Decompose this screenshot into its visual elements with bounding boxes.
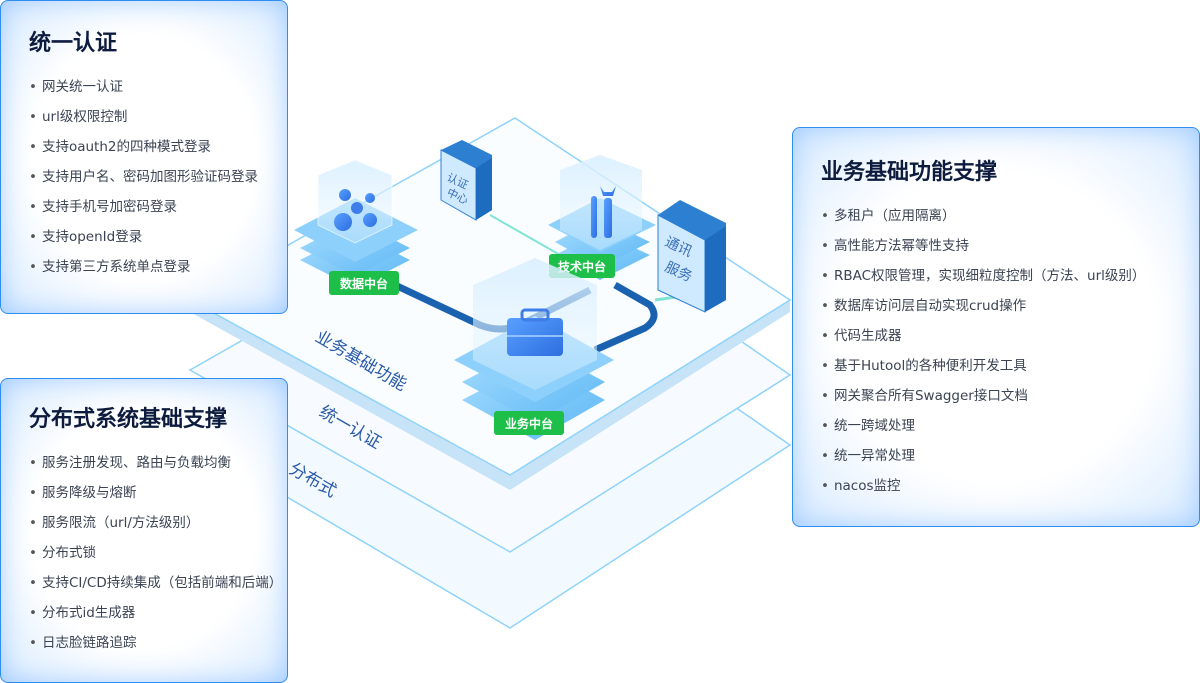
list-item: 服务限流（url/方法级别） [29,515,287,545]
comm-service-server: 通讯 服务 [657,200,726,313]
card-distributed-support: 分布式系统基础支撑 服务注册发现、路由与负载均衡 服务降级与熔断 服务限流（ur… [0,378,288,683]
tag-tech-platform: 技术中台 [558,259,606,274]
list-item: url级权限控制 [29,109,287,139]
tag-business-platform: 业务中台 [505,416,553,431]
list-item: 服务降级与熔断 [29,485,287,515]
list-item: 日志脸链路追踪 [29,635,287,665]
card-unified-auth: 统一认证 网关统一认证 url级权限控制 支持oauth2的四种模式登录 支持用… [0,0,288,314]
network-icon [334,189,377,231]
list-item: 网关统一认证 [29,79,287,109]
toolbox-icon [507,308,563,356]
list-item: 服务注册发现、路由与负载均衡 [29,455,287,485]
list-item: 支持手机号加密码登录 [29,199,287,229]
list-item: RBAC权限管理，实现细粒度控制（方法、url级别） [821,268,1199,298]
list-item: 支持用户名、密码加图形验证码登录 [29,169,287,199]
list-item: 高性能方法幂等性支持 [821,238,1199,268]
list-item: 统一跨域处理 [821,418,1199,448]
connector-line [593,281,658,354]
list-item: nacos监控 [821,478,1199,508]
data-platform: 数据中台 [294,159,418,295]
card-business-support: 业务基础功能支撑 多租户（应用隔离） 高性能方法幂等性支持 RBAC权限管理，实… [792,127,1200,527]
list-item: 支持第三方系统单点登录 [29,259,287,289]
card-title: 分布式系统基础支撑 [29,407,228,432]
card-title: 业务基础功能支撑 [821,160,998,185]
list-item: 数据库访问层自动实现crud操作 [821,298,1199,328]
list-item: 网关聚合所有Swagger接口文档 [821,388,1199,418]
list-item: 基于Hutool的各种便利开发工具 [821,358,1199,388]
list-item: 统一异常处理 [821,448,1199,478]
card-title: 统一认证 [29,31,118,56]
list-item: 支持CI/CD持续集成（包括前端和后端） [29,575,287,605]
connector-line [489,214,561,256]
list-item: 代码生成器 [821,328,1199,358]
list-item: 分布式锁 [29,545,287,575]
business-platform: 业务中台 [454,258,614,440]
tools-icon [591,186,616,238]
list-item: 分布式id生成器 [29,605,287,635]
list-item: 支持oauth2的四种模式登录 [29,139,287,169]
list-item: 多租户（应用隔离） [821,208,1199,238]
auth-center-server: 认证 中心 [440,140,492,221]
tag-data-platform: 数据中台 [340,276,388,291]
tech-platform: 技术中台 [548,155,656,280]
list-item: 支持openId登录 [29,229,287,259]
